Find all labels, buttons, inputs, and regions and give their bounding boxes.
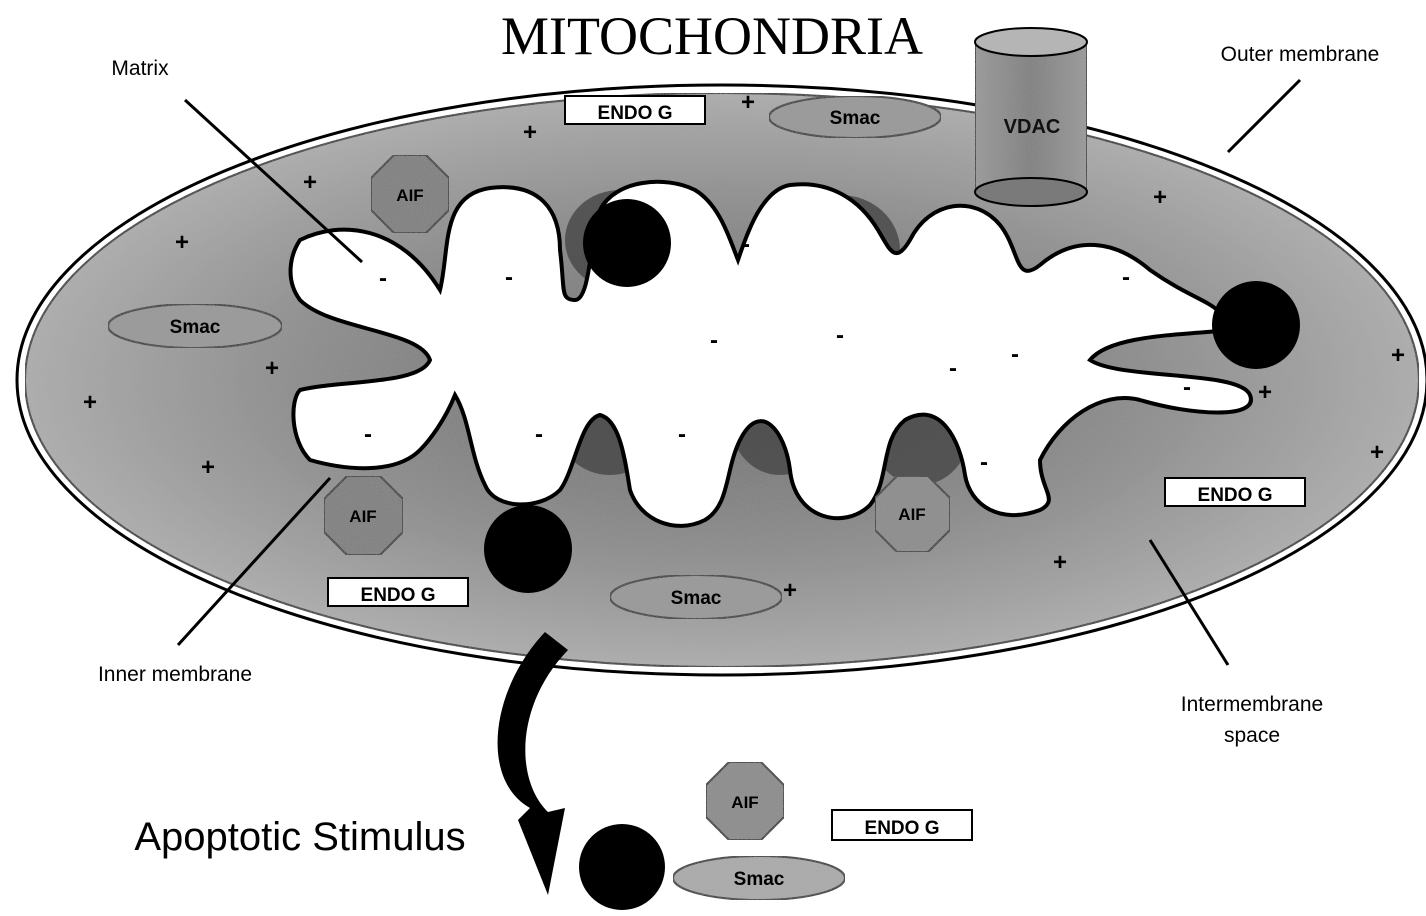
diagram-title: MITOCHONDRIA — [501, 6, 923, 66]
smac-protein: Smac — [108, 304, 282, 348]
smac-protein: Smac — [673, 856, 845, 900]
apoptotic-stimulus-label: Apoptotic Stimulus — [134, 815, 465, 859]
svg-text:AIF: AIF — [349, 507, 376, 526]
endog-box: ENDO G — [1165, 478, 1305, 506]
negative-charge: - — [742, 231, 750, 258]
release-arrow — [498, 632, 568, 895]
smac-protein: Smac — [769, 96, 941, 138]
aif-protein: AIF — [324, 476, 403, 555]
matrix-label: Matrix — [111, 57, 169, 80]
svg-text:Smac: Smac — [170, 317, 221, 338]
positive-charge: + — [83, 389, 97, 416]
svg-text:AIF: AIF — [898, 505, 925, 524]
negative-charge: - — [980, 449, 988, 476]
aif-protein: AIF — [875, 476, 950, 552]
intermembrane-space-label-line2: space — [1224, 724, 1280, 747]
aif-protein: AIF — [706, 762, 784, 840]
negative-charge: - — [364, 421, 372, 448]
aif-protein: AIF — [371, 155, 449, 233]
negative-charge: - — [949, 355, 957, 382]
black-circle — [579, 824, 665, 910]
black-circle — [1212, 281, 1300, 369]
endog-box: ENDO G — [832, 810, 972, 840]
positive-charge: + — [1391, 342, 1405, 369]
svg-text:Smac: Smac — [671, 588, 722, 609]
negative-charge: - — [710, 327, 718, 354]
inner-membrane-label: Inner membrane — [98, 663, 252, 686]
positive-charge: + — [1258, 379, 1272, 406]
svg-text:ENDO G: ENDO G — [361, 585, 436, 606]
negative-charge: - — [379, 265, 387, 292]
positive-charge: + — [201, 454, 215, 481]
endog-box: ENDO G — [565, 96, 705, 124]
svg-text:Smac: Smac — [734, 869, 785, 890]
negative-charge: - — [1122, 264, 1130, 291]
endog-box: ENDO G — [328, 578, 468, 606]
svg-text:AIF: AIF — [731, 793, 758, 812]
vdac-label: VDAC — [1004, 116, 1061, 138]
negative-charge: - — [1183, 374, 1191, 401]
negative-charge: - — [535, 421, 543, 448]
positive-charge: + — [1053, 549, 1067, 576]
positive-charge: + — [303, 169, 317, 196]
positive-charge: + — [265, 355, 279, 382]
svg-text:Smac: Smac — [830, 108, 881, 129]
black-circle — [484, 505, 572, 593]
positive-charge: + — [1153, 184, 1167, 211]
svg-text:ENDO G: ENDO G — [598, 103, 673, 124]
positive-charge: + — [1370, 439, 1384, 466]
vdac-channel: VDAC — [975, 28, 1087, 206]
positive-charge: + — [783, 577, 797, 604]
svg-text:AIF: AIF — [396, 186, 423, 205]
positive-charge: + — [175, 229, 189, 256]
smac-protein: Smac — [610, 575, 782, 619]
black-circle — [583, 199, 671, 287]
svg-text:ENDO G: ENDO G — [1198, 485, 1273, 506]
intermembrane-space-label-line1: Intermembrane — [1181, 693, 1323, 716]
negative-charge: - — [836, 322, 844, 349]
positive-charge: + — [523, 119, 537, 146]
negative-charge: - — [678, 421, 686, 448]
outer-membrane-label: Outer membrane — [1221, 43, 1380, 66]
negative-charge: - — [1011, 341, 1019, 368]
positive-charge: + — [741, 89, 755, 116]
svg-text:ENDO G: ENDO G — [865, 818, 940, 839]
negative-charge: - — [505, 264, 513, 291]
